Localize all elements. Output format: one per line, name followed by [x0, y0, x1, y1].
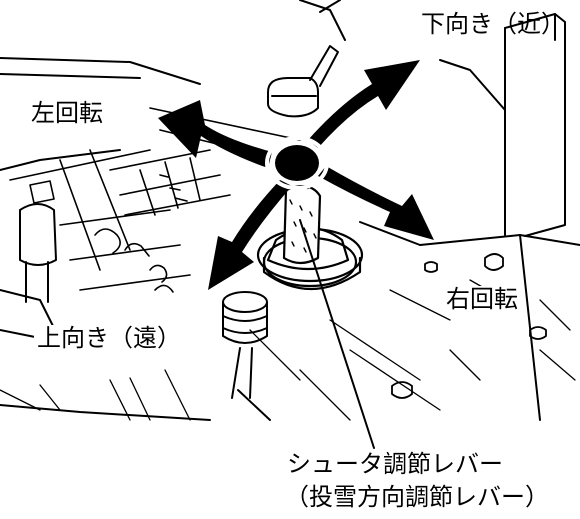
- label-down-near: 下向き（近）: [421, 10, 565, 38]
- label-up-far: 上向き（遠）: [34, 325, 184, 351]
- small-knobs: [391, 253, 547, 399]
- label-lever-name: シュータ調節レバー: [287, 450, 503, 478]
- upper-knob: [267, 45, 339, 118]
- label-rotate-left: 左回転: [28, 100, 106, 126]
- control-panel-face: [9, 107, 301, 293]
- center-ring: [265, 136, 329, 190]
- label-lever-alias: （投雪方向調節レバー）: [285, 483, 549, 511]
- label-rotate-right: 右回転: [443, 286, 521, 312]
- lower-knob: [222, 291, 268, 399]
- left-control-handle: [0, 203, 61, 343]
- four-direction-arrows-icon: [158, 60, 434, 290]
- console-hatching: [0, 279, 576, 421]
- leader-line: [299, 219, 375, 449]
- console-housing: [0, 0, 580, 421]
